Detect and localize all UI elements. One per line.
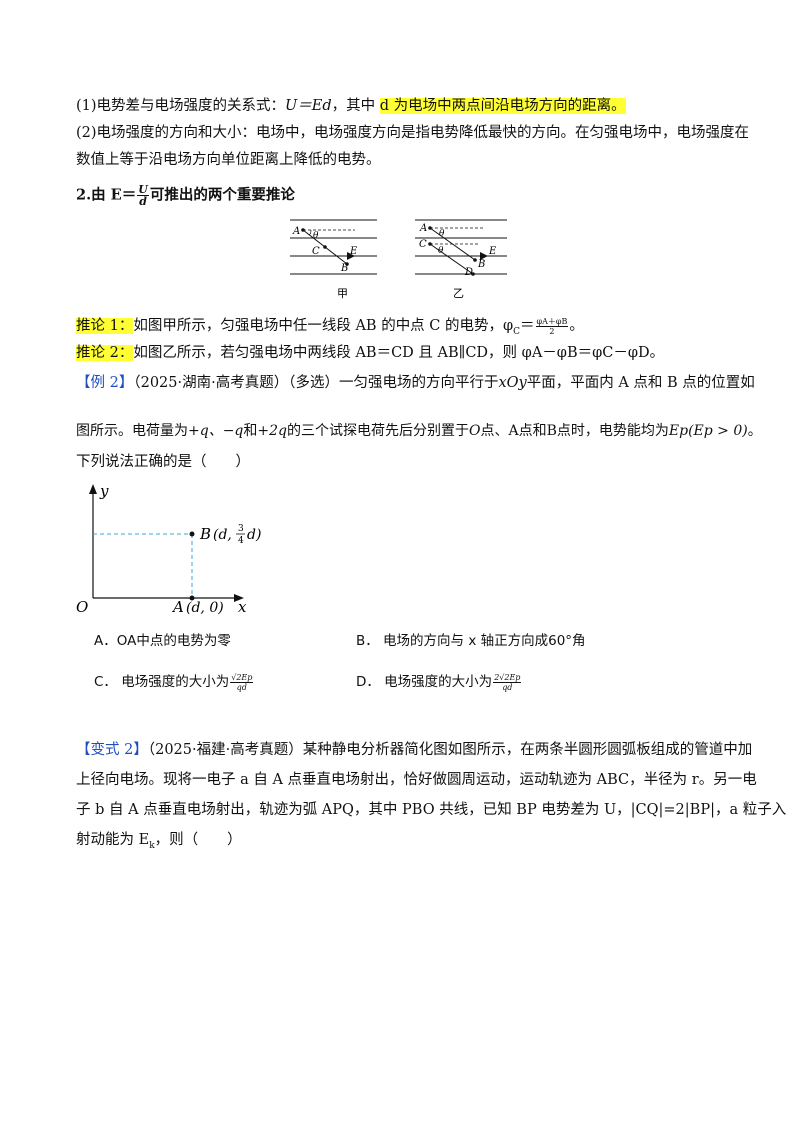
origin-label: O bbox=[76, 598, 88, 616]
label-theta-yi: θ bbox=[439, 229, 445, 239]
coordinate-graph: y x O B (d, 3 4 d) A (d, 0) bbox=[76, 482, 261, 616]
highlight-distance: d 为电场中两点间沿电场方向的距离。 bbox=[379, 98, 626, 114]
label-C: C bbox=[312, 246, 320, 257]
inference-1-sub: C bbox=[513, 326, 521, 337]
example-2-line-1: 【例 2】（2025·湖南·高考真题）（多选）一匀强电场的方向平行于xOy平面，… bbox=[76, 373, 755, 393]
axis-x-label: x bbox=[238, 598, 247, 616]
point-B-den: 4 bbox=[238, 536, 244, 546]
variant-2-line4-sub: k bbox=[149, 840, 155, 851]
heading-num: U bbox=[137, 183, 149, 196]
label-C-yi: C bbox=[419, 239, 427, 250]
variant-2-tag: 【变式 2】 bbox=[76, 742, 148, 758]
label-A: A bbox=[292, 226, 300, 237]
relation-mid: ，其中 bbox=[331, 98, 380, 114]
inference-1-den: 2 bbox=[549, 326, 555, 336]
variant-2-line-3: 子 b 自 A 点垂直电场射出，轨迹为弧 APQ，其中 PBO 共线，已知 BP… bbox=[76, 802, 787, 818]
heading-den: d bbox=[139, 195, 147, 208]
inference-1-eq: ＝ bbox=[520, 318, 535, 334]
relation-formula: U＝Ed bbox=[285, 98, 332, 114]
example-2-line2-end: 。 bbox=[747, 423, 762, 439]
direction-line-2: 数值上等于沿电场方向单位距离上降低的电势。 bbox=[76, 152, 381, 168]
inference-2-tag: 推论 2： bbox=[76, 345, 134, 361]
heading-post: 可推出的两个重要推论 bbox=[149, 186, 295, 204]
label-theta: θ bbox=[313, 231, 319, 241]
option-C-text: C． 电场强度的大小为 bbox=[94, 674, 230, 690]
inference-1-text: 如图甲所示，匀强电场中任一线段 AB 的中点 C 的电势，φ bbox=[133, 318, 514, 334]
label-D-yi: D bbox=[464, 267, 473, 278]
variant-2-line-1: 【变式 2】（2025·福建·高考真题）某种静电分析器简化图如图所示，在两条半圆… bbox=[76, 740, 752, 760]
inference-1-tag: 推论 1： bbox=[76, 318, 134, 334]
label-theta-yi-2: θ bbox=[438, 246, 444, 256]
variant-2-line4-pre: 射动能为 E bbox=[76, 832, 150, 848]
inference-1-num: φA＋φB bbox=[535, 316, 569, 327]
point-B-coord-post: d) bbox=[247, 527, 261, 543]
variant-2-line4-post: ，则（ ） bbox=[154, 832, 242, 848]
label-E: E bbox=[349, 246, 358, 257]
axis-y-label: y bbox=[99, 482, 109, 500]
example-2-xoy: xOy bbox=[498, 375, 527, 391]
relation-line: (1)电势差与电场强度的关系式：U＝Ed，其中 d 为电场中两点间沿电场方向的距… bbox=[76, 96, 626, 116]
example-2-line2-pre: 图所示。电荷量为 bbox=[76, 423, 188, 439]
inference-1: 推论 1：如图甲所示，匀强电场中任一线段 AB 的中点 C 的电势，φC＝φA＋… bbox=[76, 316, 584, 342]
point-B-num: 3 bbox=[238, 524, 244, 534]
option-D-den: qd bbox=[502, 682, 513, 692]
point-A-label: A bbox=[171, 598, 184, 616]
example-2-text1-end: 平面，平面内 A 点和 B 点的位置如 bbox=[526, 375, 755, 391]
relation-text: (1)电势差与电场强度的关系式： bbox=[76, 98, 286, 114]
field-diagrams: A θ C E B 甲 A θ C θ E B D 乙 bbox=[290, 219, 507, 300]
label-A-yi: A bbox=[419, 223, 427, 234]
diagram-jia: A θ C E B 甲 bbox=[290, 219, 377, 300]
point-B-coord-pre: (d, bbox=[213, 527, 232, 543]
example-2-tag: 【例 2】 bbox=[76, 375, 134, 391]
example-2-line-3: 下列说法正确的是（ ） bbox=[76, 454, 250, 470]
option-C-den: qd bbox=[236, 682, 247, 692]
inference-2-text: 如图乙所示，若匀强电场中两线段 AB＝CD 且 AB∥CD，则 φA－φB＝φC… bbox=[133, 345, 665, 361]
example-2-ep-cond: (Ep > 0) bbox=[688, 423, 748, 439]
point-A-coord: (d, 0) bbox=[186, 600, 224, 616]
option-D-num: 2√2Ep bbox=[493, 672, 522, 683]
example-2-line2-pts: 点、A点和B点时，电势能均为 bbox=[480, 423, 669, 439]
option-B[interactable]: B． 电场的方向与 x 轴正方向成60°角 bbox=[356, 633, 586, 649]
example-2-line-2: 图所示。电荷量为+q、−q和+2q的三个试探电荷先后分别置于O点、A点和B点时，… bbox=[76, 421, 762, 441]
example-2-line2-mid: 的三个试探电荷先后分别置于 bbox=[287, 423, 469, 439]
label-B-yi: B bbox=[477, 259, 485, 270]
label-yi: 乙 bbox=[453, 287, 464, 300]
inference-1-end: 。 bbox=[569, 318, 584, 334]
label-jia: 甲 bbox=[337, 287, 348, 300]
example-2-charges: +q、−q bbox=[188, 423, 244, 439]
option-C-num: √2Ep bbox=[230, 672, 254, 683]
inference-2: 推论 2：如图乙所示，若匀强电场中两线段 AB＝CD 且 AB∥CD，则 φA－… bbox=[76, 343, 664, 363]
example-2-charge3: +2q bbox=[257, 423, 287, 439]
example-2-O: O bbox=[469, 423, 481, 439]
option-D-text: D． 电场强度的大小为 bbox=[356, 674, 493, 690]
example-2-source: （2025·湖南·高考真题）（多选）一匀强电场的方向平行于 bbox=[133, 375, 499, 391]
variant-2-text-1: （2025·福建·高考真题）某种静电分析器简化图如图所示，在两条半圆形圆弧板组成… bbox=[147, 742, 753, 758]
point-B-label: B bbox=[199, 525, 211, 543]
label-B: B bbox=[340, 263, 348, 274]
variant-2-line-4: 射动能为 Ek，则（ ） bbox=[76, 830, 242, 856]
example-2-ep: Ep bbox=[668, 423, 689, 439]
label-E-yi: E bbox=[488, 246, 497, 257]
diagram-yi: A θ C θ E B D 乙 bbox=[415, 219, 507, 300]
example-2-and: 和 bbox=[243, 423, 258, 439]
direction-line: (2)电场强度的方向和大小：电场中，电场强度方向是指电势降低最快的方向。在匀强电… bbox=[76, 125, 750, 141]
heading-pre: 2.由 E＝ bbox=[76, 186, 137, 204]
variant-2-line-2: 上径向电场。现将一电子 a 自 A 点垂直电场射出，恰好做圆周运动，运动轨迹为 … bbox=[76, 772, 757, 788]
option-A[interactable]: A．OA中点的电势为零 bbox=[94, 633, 231, 649]
